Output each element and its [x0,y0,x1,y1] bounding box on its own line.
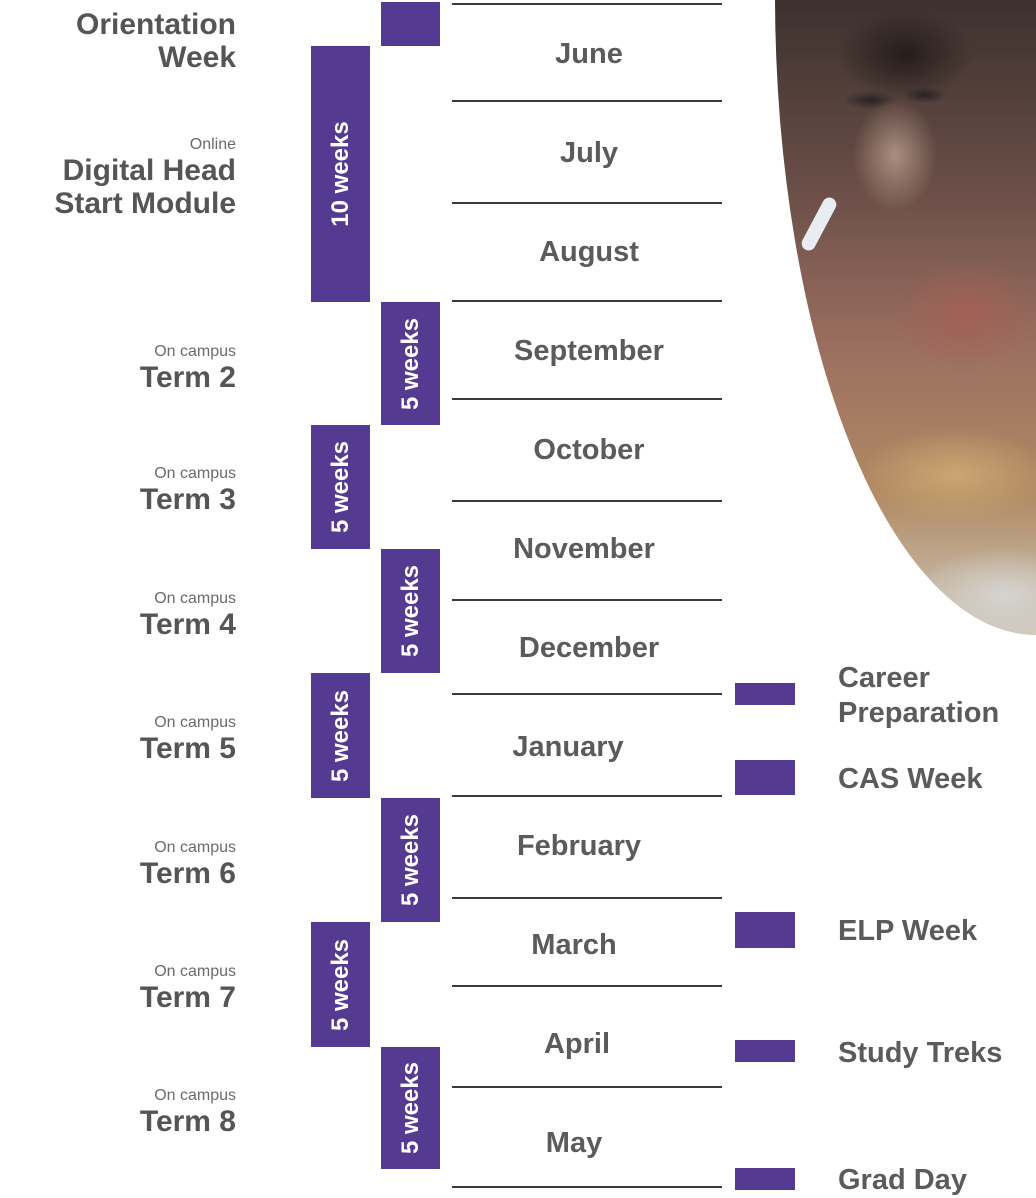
label-term-7: On campus Term 7 [140,963,236,1014]
label-sub: On campus [154,465,236,482]
month-rule [452,1086,722,1088]
duration-bar: 10 weeks [311,46,370,302]
month-rule [452,202,722,204]
event-marker [735,760,795,795]
event-elp-week: ELP Week [838,914,977,949]
label-main: Week [158,41,236,74]
duration-bar: 5 weeks [381,549,440,673]
duration-label: 10 weeks [326,121,354,227]
orientation-marker [381,2,440,46]
label-sub: On campus [154,343,236,360]
event-marker [735,1168,795,1190]
label-sub: On campus [154,839,236,856]
month-rule [452,398,722,400]
duration-label: 5 weeks [396,1061,424,1155]
duration-bar: 5 weeks [311,673,370,798]
label-term-4: On campus Term 4 [140,590,236,641]
student-photo [775,0,1036,635]
event-grad-day: Grad Day [838,1163,967,1198]
duration-bar: 5 weeks [381,1047,440,1169]
label-sub: On campus [154,1087,236,1104]
duration-label: 5 weeks [396,564,424,658]
month-rule [452,897,722,899]
label-main: Term 8 [139,1105,236,1138]
label-sub: Online [189,136,236,153]
event-cas-week: CAS Week [838,762,983,797]
event-career-preparation: Career Preparation [838,661,999,731]
duration-label: 5 weeks [326,440,354,534]
month-rule [452,3,722,5]
month-march: March [531,929,617,961]
event-study-treks: Study Treks [838,1036,1002,1071]
duration-bar: 5 weeks [311,922,370,1047]
label-sub: On campus [154,590,236,607]
label-term-5: On campus Term 5 [140,714,236,765]
duration-label: 5 weeks [326,689,354,782]
duration-bar: 5 weeks [311,425,370,549]
month-september: September [514,335,664,367]
event-line: Study Treks [838,1037,1003,1069]
month-rule [452,795,722,797]
duration-label: 5 weeks [396,317,424,410]
event-line: Preparation [838,697,1000,729]
month-july: July [559,137,619,169]
month-august: August [539,236,639,268]
label-term-8: On campus Term 8 [140,1087,236,1138]
event-marker [735,912,795,948]
label-sub: On campus [154,714,236,731]
label-main: Term 5 [139,732,236,765]
label-term-6: On campus Term 6 [140,839,236,890]
event-line: Grad Day [838,1164,967,1196]
duration-bar: 5 weeks [381,302,440,425]
label-sub: On campus [154,963,236,980]
label-orientation-week: Orientation Week [76,8,236,74]
month-november: November [513,533,655,565]
event-marker [735,683,795,705]
month-rule [452,300,722,302]
label-term-3: On campus Term 3 [140,465,236,516]
duration-label: 5 weeks [326,938,354,1031]
label-main: Orientation [75,8,236,41]
label-main: Term 6 [139,857,236,890]
month-rule [452,100,722,102]
label-main: Term 7 [139,981,236,1014]
month-rule [452,1186,722,1188]
month-february: February [516,830,642,862]
label-main: Term 3 [139,483,236,516]
month-rule [452,599,722,601]
month-rule [452,985,722,987]
label-main: Start Module [54,187,236,220]
month-december: December [518,632,660,664]
month-june: June [555,38,623,70]
event-marker [735,1040,795,1062]
event-line: Career [838,662,930,694]
month-january: January [512,731,624,763]
duration-label: 5 weeks [396,813,424,907]
month-rule [452,500,722,502]
month-rule [452,693,722,695]
event-line: CAS Week [838,763,983,795]
month-april: April [543,1028,611,1060]
label-main: Term 4 [139,608,236,641]
duration-bar: 5 weeks [381,798,440,922]
label-main: Term 2 [139,361,236,394]
label-term-2: On campus Term 2 [140,343,236,394]
label-main: Digital Head [62,154,236,187]
label-digital-head-start: Online Digital Head Start Module [54,136,236,220]
month-october: October [533,434,645,466]
event-line: ELP Week [838,915,978,947]
month-may: May [545,1127,603,1159]
